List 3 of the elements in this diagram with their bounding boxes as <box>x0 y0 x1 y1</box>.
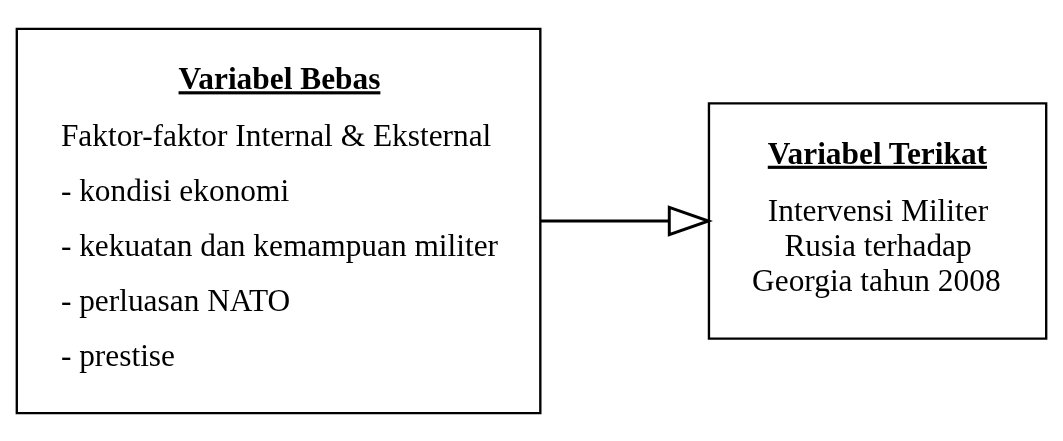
node-box: Variabel Terikat Intervensi Militer Rusia terhadap Georgia tahun 2008 <box>707 101 1048 340</box>
node-box: Variabel Bebas Faktor-faktor Internal & Eksternal - kondisi ekonomi - kekuatan dan kemampuan militer - perluasan NATO - prestise <box>15 27 542 414</box>
arrow <box>540 204 713 237</box>
